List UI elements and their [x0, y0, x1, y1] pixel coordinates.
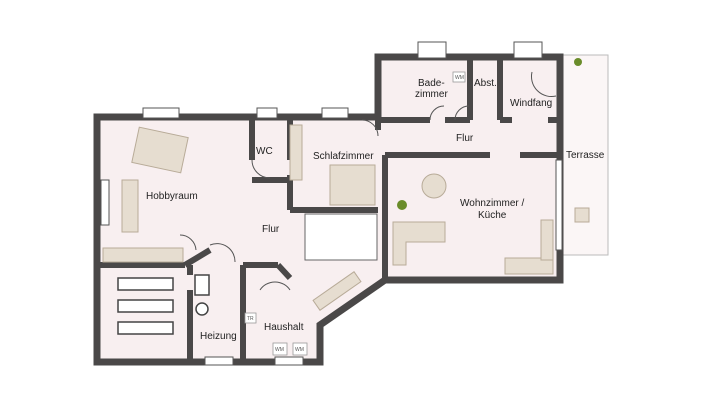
terrace-table [574, 207, 590, 223]
washer-label: WM [455, 75, 464, 81]
washer-label: WM [275, 347, 284, 353]
dining-table [421, 173, 447, 199]
washer-label: WM [295, 347, 304, 353]
hallway-cabinet [312, 271, 362, 311]
hobby-sofa [121, 179, 139, 233]
pool-table [131, 126, 189, 174]
room-label-flur: Flur [262, 224, 280, 235]
doors [179, 71, 557, 291]
bed [329, 164, 376, 206]
plant-icon [397, 200, 407, 210]
room-label-wc: WC [256, 146, 273, 157]
appliances [244, 71, 466, 356]
room-label-windfang: Windfang [510, 98, 552, 109]
room-label-wohnzimmer: Wohnzimmer / [460, 198, 524, 209]
room-label-schlafzimmer: Schlafzimmer [313, 151, 374, 162]
room-label-wohnzimmer: Küche [478, 210, 507, 221]
dryer-label: TR [247, 316, 254, 322]
kitchen-counter [504, 257, 554, 275]
room-label-badezimmer: zimmer [415, 89, 448, 100]
heating-equipment [117, 274, 210, 335]
hobby-bench [102, 247, 184, 263]
furniture [102, 124, 590, 311]
kitchen-counter-2 [540, 219, 554, 261]
room-label-heizung: Heizung [200, 331, 237, 342]
room-label-terrasse: Terrasse [566, 150, 605, 161]
room-label-hobbyraum: Hobbyraum [146, 191, 198, 202]
shelf [289, 124, 303, 181]
room-label-flur: Flur [456, 133, 474, 144]
room-label-haushalt: Haushalt [264, 322, 304, 333]
plant-icon [574, 58, 582, 66]
sofa-l [392, 221, 446, 266]
windows [100, 41, 563, 366]
room-label-badezimmer: Bade- [418, 78, 445, 89]
room-label-abstellraum: Abst. [474, 78, 497, 89]
interior-walls [97, 57, 560, 362]
stairs [304, 213, 378, 261]
